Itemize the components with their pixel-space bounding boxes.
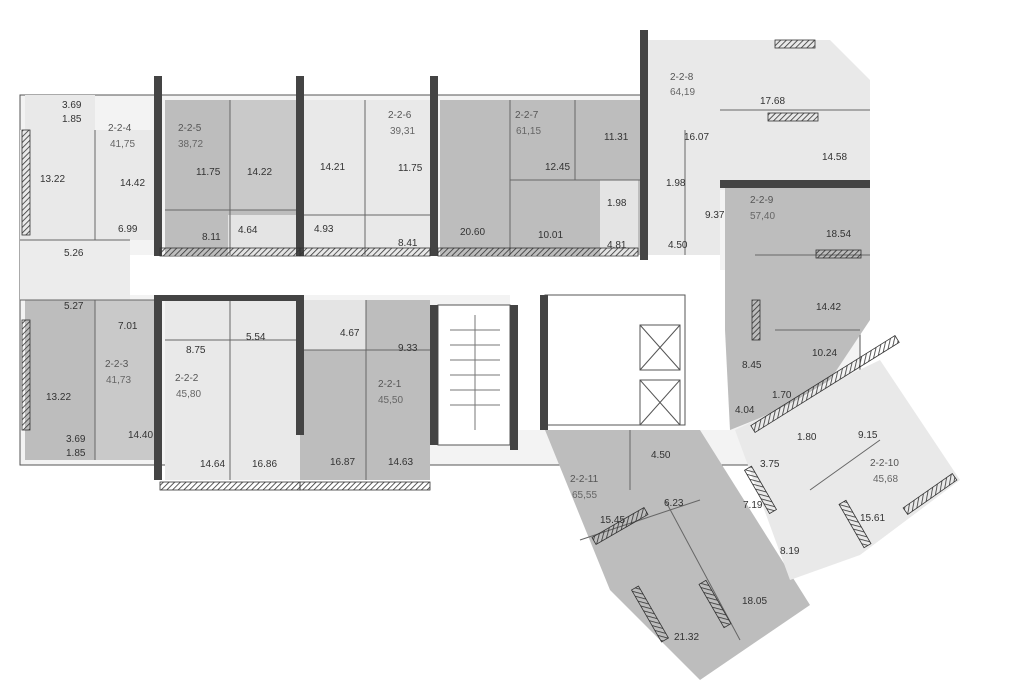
room-label: 20.60 [460,227,485,238]
apt-2-2-10-area: 45,68 [873,474,898,485]
apt-2-2-2-code: 2-2-2 [175,373,199,384]
room-label: 8.11 [202,232,221,243]
room-label: 18.54 [826,229,851,240]
thick-walls [154,30,870,480]
apt-2-2-7-area: 61,15 [516,126,541,137]
room-label: 4.93 [314,224,334,235]
room-label: 1.85 [62,114,82,125]
room-label: 10.01 [538,230,563,241]
room-label: 7.19 [743,500,763,511]
room-label: 1.98 [607,198,627,209]
lift-core [639,324,681,426]
room-label: 4.50 [668,240,688,251]
apt-2-2-3-area: 41,73 [106,375,131,386]
room-label: 12.45 [545,162,570,173]
room-label: 11.75 [398,163,423,174]
room-label: 1.70 [772,390,792,401]
room-label: 8.41 [398,238,418,249]
apt-2-2-11-code: 2-2-11 [570,474,599,485]
room-label: 5.26 [64,248,84,259]
room-label: 14.63 [388,457,413,468]
room-label: 11.31 [604,132,629,143]
room-label: 4.04 [735,405,755,416]
room-label: 9.33 [398,343,418,354]
room-label: 3.69 [62,100,82,111]
room-label: 9.15 [858,430,878,441]
apt-2-2-9-fill [725,185,870,430]
apt-2-2-9-area: 57,40 [750,211,775,222]
apt-2-2-1-code: 2-2-1 [378,379,402,390]
room-label: 18.05 [742,596,767,607]
apt-2-2-7-code: 2-2-7 [515,110,539,121]
room-label: 1.98 [666,178,686,189]
room-label: 13.22 [40,174,65,185]
room-label: 5.27 [64,301,84,312]
room-label: 14.40 [128,430,153,441]
room-label: 15.45 [600,515,625,526]
apartment-labels: 2-2-4 41,75 2-2-5 38,72 2-2-6 39,31 2-2-… [105,72,899,501]
room-label: 17.68 [760,96,785,107]
room-label: 1.85 [66,448,86,459]
room-label: 14.21 [320,162,345,173]
room-label: 5.54 [246,332,266,343]
apt-2-2-11-fill [545,430,810,680]
apt-2-2-8-area: 64,19 [670,87,695,98]
room-label: 8.75 [186,345,206,356]
apt-2-2-10-code: 2-2-10 [870,458,899,469]
apt-2-2-4-code: 2-2-4 [108,123,132,134]
apt-2-2-1-area: 45,50 [378,395,403,406]
room-label: 4.67 [340,328,360,339]
apt-2-2-4-fill [20,130,160,240]
apt-2-2-6-code: 2-2-6 [388,110,412,121]
apt-2-2-5-code: 2-2-5 [178,123,202,134]
apt-2-2-7-fill [440,100,640,255]
apt-2-2-6-area: 39,31 [390,126,415,137]
room-label: 4.50 [651,450,671,461]
room-label: 13.22 [46,392,71,403]
room-label: 16.87 [330,457,355,468]
apt-2-2-9-code: 2-2-9 [750,195,774,206]
room-label: 3.69 [66,434,86,445]
room-label: 3.75 [760,459,780,470]
apt-2-2-8-code: 2-2-8 [670,72,694,83]
room-label: 14.42 [120,178,145,189]
room-label: 8.19 [780,546,800,557]
room-labels: 3.69 1.85 13.22 14.42 6.99 11.75 14.22 8… [40,96,885,643]
room-label: 1.80 [797,432,817,443]
stair-core [450,315,500,430]
room-label: 14.22 [247,167,272,178]
room-label: 15.61 [860,513,885,524]
room-label: 14.64 [200,459,225,470]
apt-2-2-8-fill [648,40,870,255]
apt-2-2-10-fill [735,360,960,580]
hatched-walls [21,39,958,643]
apt-2-2-4-area: 41,75 [110,139,135,150]
room-label: 14.42 [816,302,841,313]
room-label: 21.32 [674,632,699,643]
room-label: 8.45 [742,360,762,371]
room-label: 11.75 [196,167,221,178]
room-label: 9.37 [705,210,725,221]
apt-2-2-11-area: 65,55 [572,490,597,501]
room-label: 7.01 [118,321,138,332]
room-label: 4.64 [238,225,258,236]
room-label: 16.86 [252,459,277,470]
room-label: 16.07 [684,132,709,143]
room-label: 6.23 [664,498,684,509]
apt-2-2-2-area: 45,80 [176,389,201,400]
room-label: 10.24 [812,348,837,359]
room-label: 6.99 [118,224,138,235]
apt-2-2-2-fill [165,300,300,480]
apt-2-2-5-area: 38,72 [178,139,203,150]
room-label: 14.58 [822,152,847,163]
apartment-fills [20,40,960,680]
apt-2-2-3-code: 2-2-3 [105,359,129,370]
room-label: 4.81 [607,240,627,251]
